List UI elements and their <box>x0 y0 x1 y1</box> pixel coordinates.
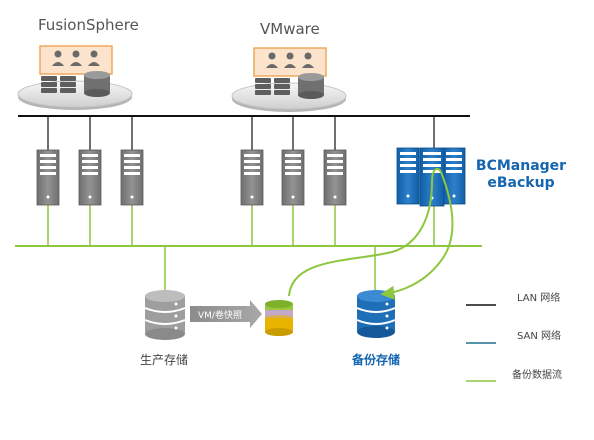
backup-storage-label: 备份存储 <box>352 353 401 367</box>
server-icon <box>36 149 60 206</box>
server-icon <box>323 149 347 206</box>
server-icon <box>78 149 102 206</box>
bcmanager-ebackup-label: BCManager eBackup <box>474 158 568 192</box>
backup-storage-icon <box>356 290 396 338</box>
lan-network <box>18 115 470 150</box>
legend <box>466 304 496 382</box>
snapshot-flow-arrow <box>190 300 262 328</box>
server-icon <box>240 149 264 206</box>
san-network <box>15 205 482 290</box>
monitor-icon <box>39 45 113 75</box>
server-icon <box>396 147 420 205</box>
server-icon <box>120 149 144 206</box>
bcmanager-ebackup-servers <box>396 147 466 207</box>
fusionsphere-platform <box>17 45 133 110</box>
monitor-icon <box>253 47 327 77</box>
production-storage-label: 生产存储 <box>140 353 189 367</box>
vmware-platform <box>231 47 347 112</box>
fusionsphere-host-servers <box>36 149 144 206</box>
production-storage-icon <box>144 290 186 340</box>
vmware-host-servers <box>240 149 347 206</box>
backup-data-flow <box>288 167 454 300</box>
storage-cylinder-icon <box>84 71 110 97</box>
server-icon <box>281 149 305 206</box>
legend-label-lan: LAN 网络 <box>517 293 561 304</box>
vmware-title: VMware <box>260 20 320 38</box>
server-stack-icon <box>255 78 290 95</box>
fusionsphere-title: FusionSphere <box>38 16 139 34</box>
bcmanager-label-line2: eBackup <box>487 175 555 191</box>
server-stack-icon <box>41 76 76 93</box>
legend-label-san: SAN 网络 <box>517 331 562 342</box>
server-icon <box>442 147 466 205</box>
snapshot-flow-label: VM/卷快照 <box>198 311 242 321</box>
bcmanager-label-line1: BCManager <box>475 158 567 174</box>
snapshot-volume-icon <box>265 300 293 336</box>
legend-label-backup-flow: 备份数据流 <box>512 370 562 381</box>
storage-cylinder-icon <box>298 73 324 99</box>
